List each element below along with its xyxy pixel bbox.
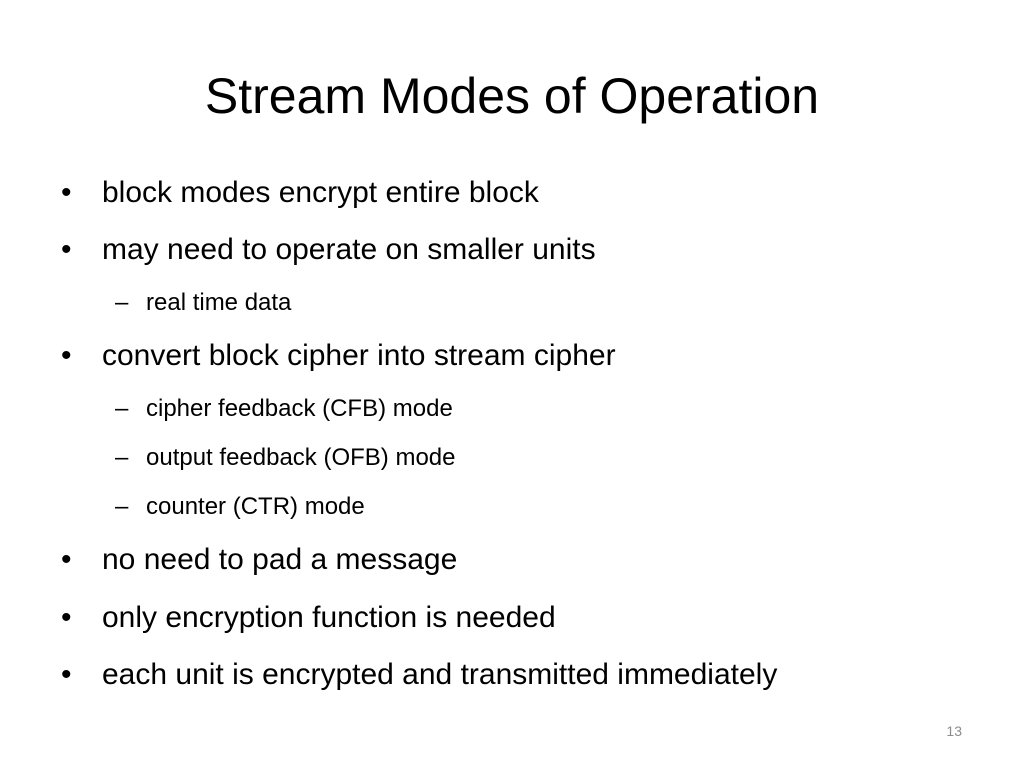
bullet-text: no need to pad a message: [102, 543, 458, 576]
bullet-text: each unit is encrypted and transmitted i…: [102, 658, 778, 691]
bullet-text: may need to operate on smaller units: [102, 233, 596, 266]
sub-bullet-marker: –: [115, 493, 129, 520]
sub-bullet-item: – counter (CTR) mode: [115, 492, 365, 522]
bullet-item: • only encryption function is needed: [61, 599, 556, 637]
sub-bullet-text: real time data: [146, 289, 292, 316]
bullet-item: • block modes encrypt entire block: [61, 174, 539, 212]
slide-title: Stream Modes of Operation: [204, 68, 820, 124]
bullet-item: • convert block cipher into stream ciphe…: [61, 337, 616, 375]
bullet-item: • may need to operate on smaller units: [61, 231, 596, 269]
sub-bullet-text: output feedback (OFB) mode: [146, 444, 456, 471]
bullet-item: • no need to pad a message: [61, 541, 458, 579]
slide-page-number: 13: [946, 723, 962, 739]
sub-bullet-item: – output feedback (OFB) mode: [115, 443, 456, 473]
bullet-marker: •: [61, 543, 72, 576]
bullet-text: convert block cipher into stream cipher: [102, 339, 616, 372]
bullet-text: block modes encrypt entire block: [102, 176, 539, 209]
sub-bullet-text: counter (CTR) mode: [146, 493, 365, 520]
bullet-item: • each unit is encrypted and transmitted…: [61, 656, 778, 694]
sub-bullet-item: – cipher feedback (CFB) mode: [115, 394, 453, 424]
sub-bullet-marker: –: [115, 395, 129, 422]
bullet-marker: •: [61, 601, 72, 634]
bullet-marker: •: [61, 176, 72, 209]
bullet-text: only encryption function is needed: [102, 601, 556, 634]
bullet-marker: •: [61, 339, 72, 372]
bullet-marker: •: [61, 658, 72, 691]
sub-bullet-item: – real time data: [115, 288, 292, 318]
sub-bullet-marker: –: [115, 289, 129, 316]
sub-bullet-text: cipher feedback (CFB) mode: [146, 395, 453, 422]
bullet-marker: •: [61, 233, 72, 266]
sub-bullet-marker: –: [115, 444, 129, 471]
